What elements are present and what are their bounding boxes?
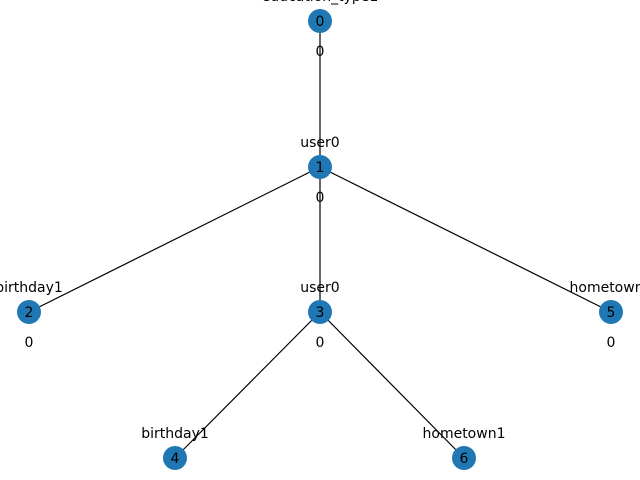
nodes-layer: 0 education_type1 0 1 user0 0 2 birthday1 0 3 user… <box>0 0 640 470</box>
edge-3-6 <box>319 311 465 459</box>
node-2: 2 birthday1 0 <box>0 280 63 351</box>
node-name-label: user0 <box>300 135 339 151</box>
node-id-label: 5 <box>607 305 616 321</box>
node-circle <box>308 9 332 33</box>
node-5: 5 hometown1 0 <box>570 280 640 351</box>
node-name-label: hometown1 <box>423 426 506 442</box>
node-id-label: 4 <box>171 451 180 467</box>
node-circle <box>452 446 476 470</box>
node-id-label: 0 <box>316 14 325 30</box>
node-name-label: birthday1 <box>141 426 209 442</box>
node-1: 1 user0 0 <box>300 135 339 206</box>
node-sub-label: 0 <box>316 190 325 206</box>
node-0: 0 education_type1 0 <box>262 0 379 60</box>
node-id-label: 1 <box>316 160 325 176</box>
edges-layer <box>28 21 612 459</box>
node-circle <box>308 300 332 324</box>
node-sub-label: 0 <box>316 44 325 60</box>
node-name-label: education_type1 <box>262 0 379 5</box>
node-name-label: user0 <box>300 280 339 296</box>
node-6: 6 hometown1 <box>423 426 506 470</box>
node-circle <box>308 155 332 179</box>
edge-3-4 <box>174 311 321 459</box>
node-id-label: 6 <box>460 451 469 467</box>
node-name-label: hometown1 <box>570 280 640 296</box>
node-circle <box>17 300 41 324</box>
node-circle <box>163 446 187 470</box>
node-sub-label: 0 <box>25 335 34 351</box>
edge-1-5 <box>319 166 612 313</box>
node-4: 4 birthday1 <box>141 426 209 470</box>
node-id-label: 3 <box>316 305 325 321</box>
node-id-label: 2 <box>25 305 34 321</box>
node-sub-label: 0 <box>316 335 325 351</box>
node-3: 3 user0 0 <box>300 280 339 351</box>
node-circle <box>599 300 623 324</box>
node-sub-label: 0 <box>607 335 616 351</box>
node-name-label: birthday1 <box>0 280 63 296</box>
edge-1-2 <box>28 166 321 313</box>
